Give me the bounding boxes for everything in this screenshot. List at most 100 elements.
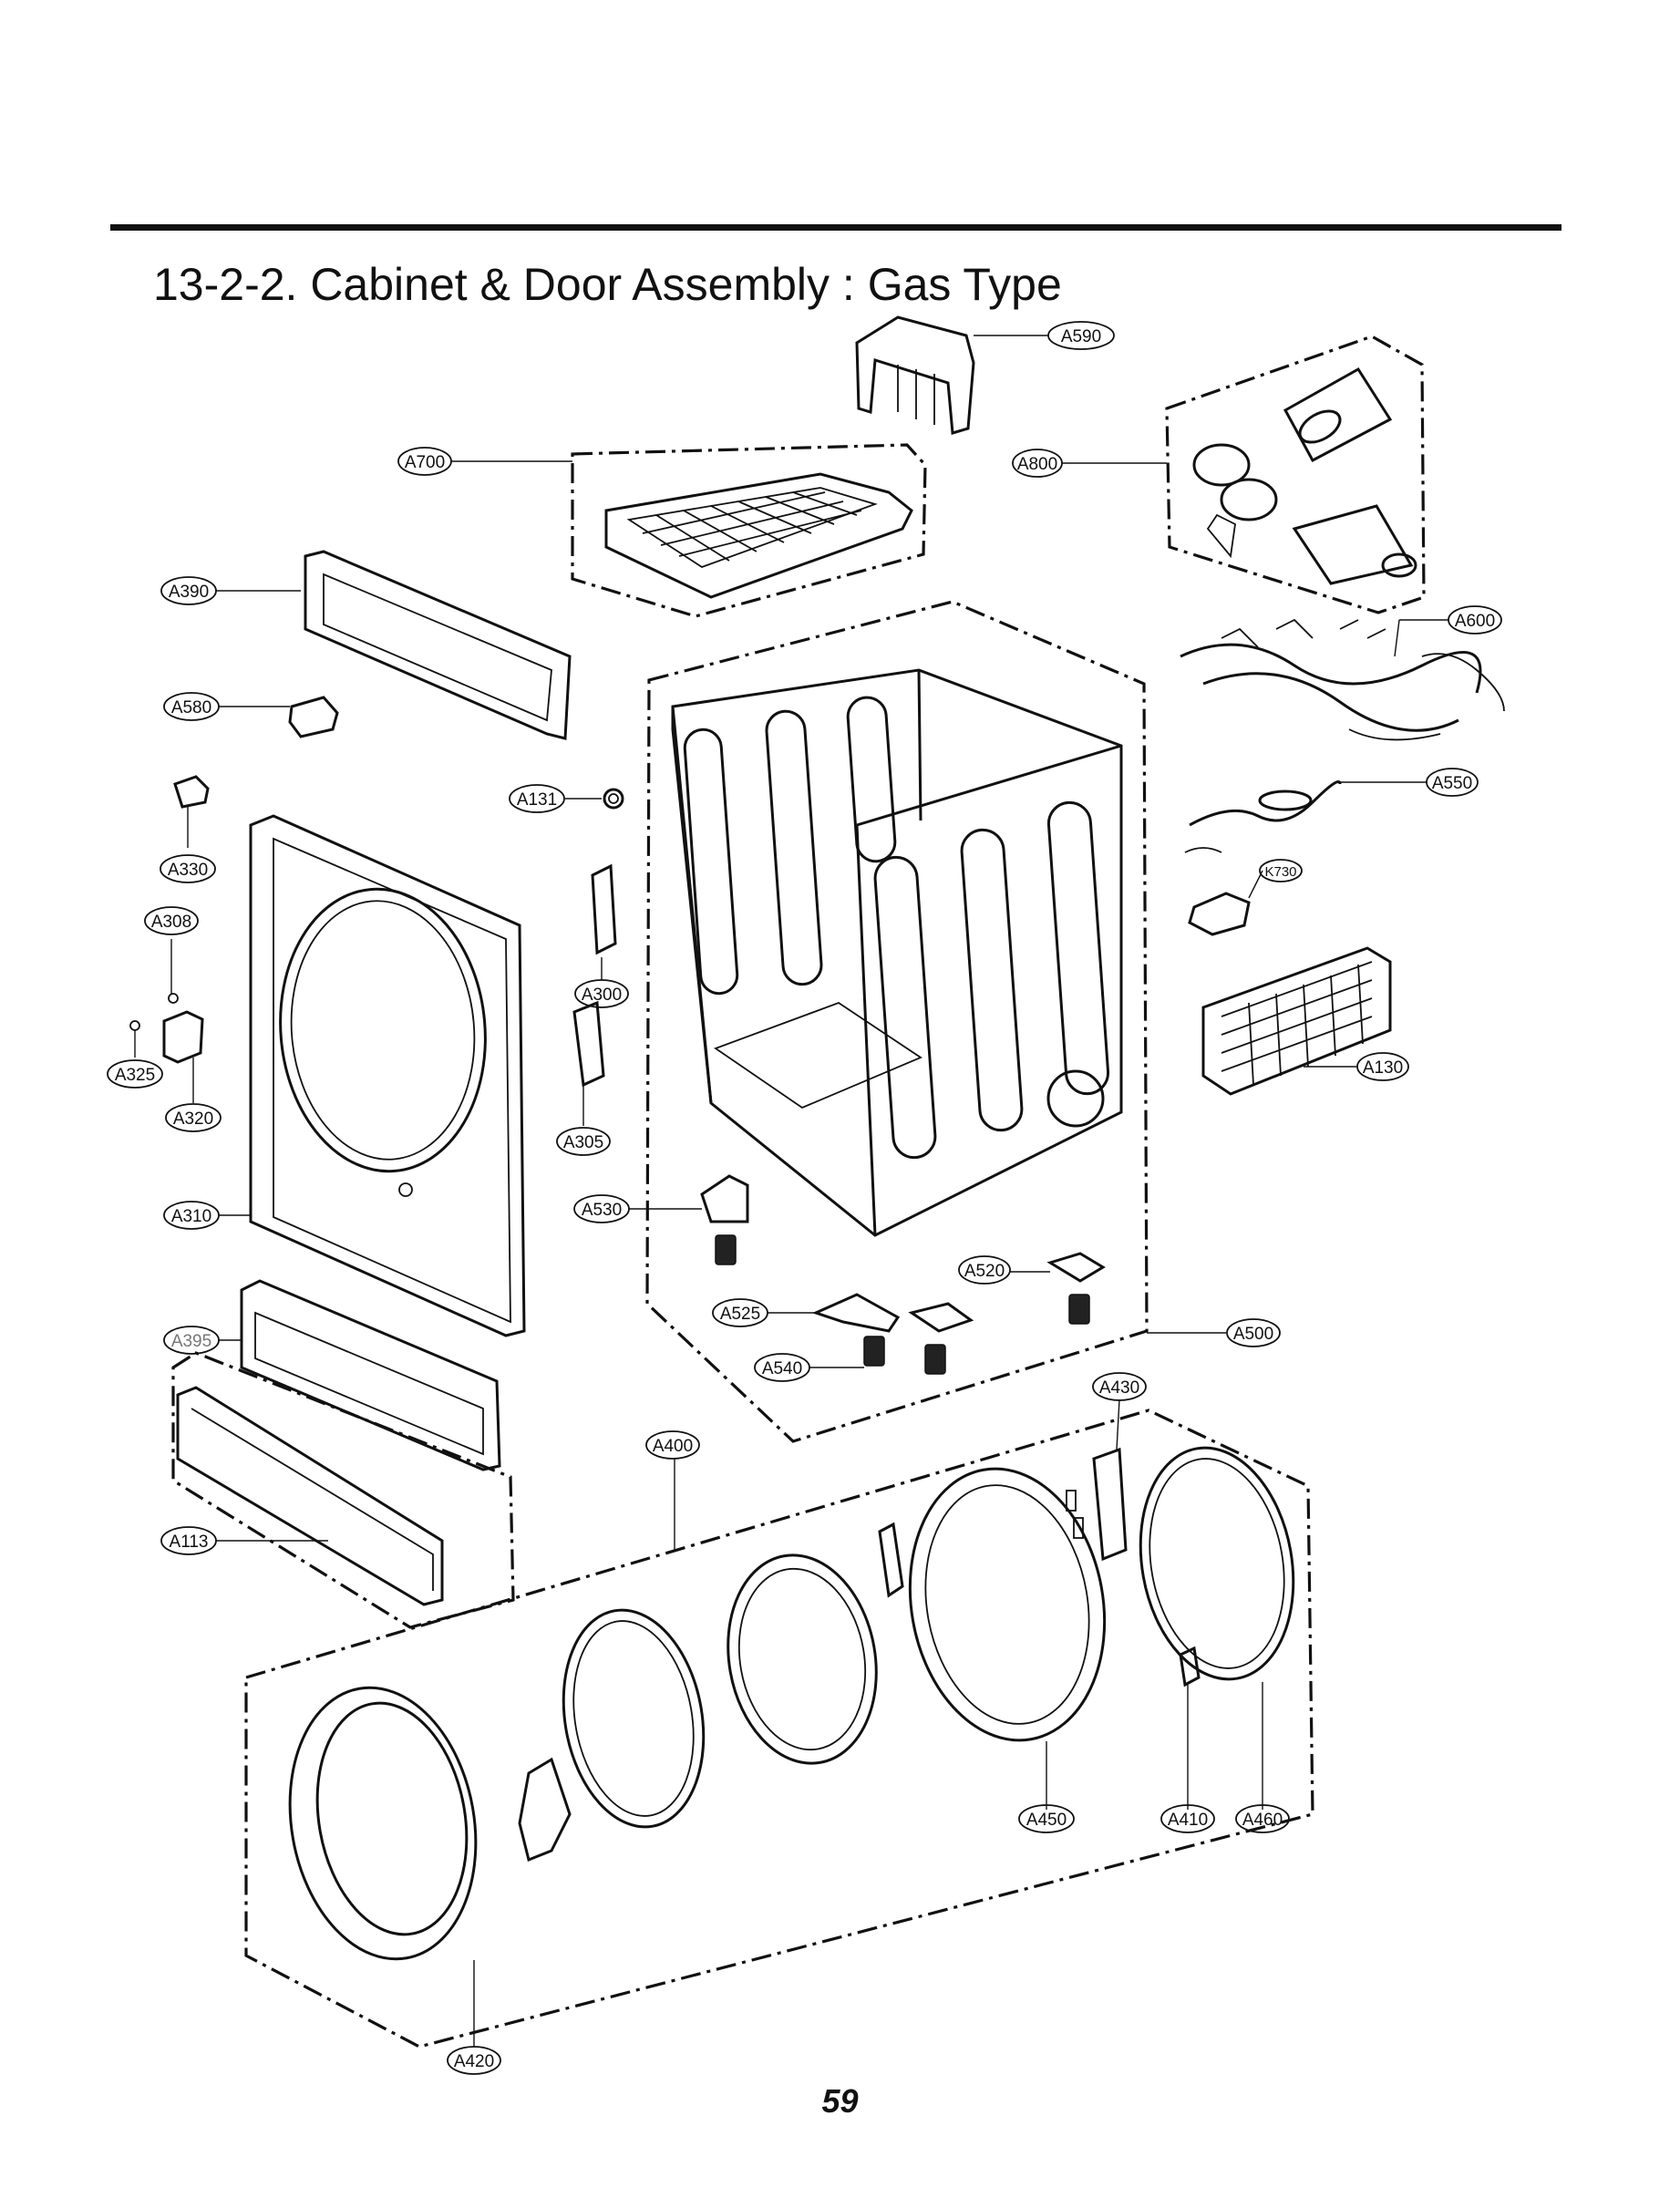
part-a300-latch <box>591 863 617 955</box>
callout-a131: A131 <box>509 784 565 813</box>
part-a390-upper-bracket <box>304 550 572 740</box>
group-boundary-a113 <box>171 1351 515 1629</box>
callout-a450: A450 <box>1018 1804 1075 1833</box>
part-door-handle <box>518 1757 572 1863</box>
callout-a325: A325 <box>107 1059 163 1089</box>
callout-label: K730 <box>1264 864 1296 880</box>
callout-label: A800 <box>1017 455 1057 474</box>
part-a540-leg-foot <box>863 1302 974 1375</box>
leader-lines <box>134 335 1449 2047</box>
callout-a700: A700 <box>397 447 452 476</box>
part-a550-wire <box>1184 780 1342 853</box>
callout-label: A580 <box>171 698 211 717</box>
part-door-glass-frame <box>562 1608 706 1829</box>
part-a460-gasket-ring <box>1139 1446 1295 1681</box>
group-boundary-a400 <box>244 1409 1314 2049</box>
part-a500-cabinet <box>671 668 1123 1237</box>
callout-a330: A330 <box>160 854 216 883</box>
callout-label: A308 <box>151 913 191 932</box>
callout-label: A530 <box>582 1201 622 1220</box>
callout-label: A430 <box>1099 1378 1139 1398</box>
callout-a390: A390 <box>160 576 217 605</box>
part-a580-block <box>288 696 339 738</box>
part-a600-wire-harness <box>1180 618 1505 741</box>
part-a308-screw <box>168 993 179 1004</box>
callout-a590: A590 <box>1047 321 1115 350</box>
callout-a525: A525 <box>712 1298 768 1327</box>
callout-label: A131 <box>517 790 557 810</box>
callout-a420: A420 <box>447 2046 501 2075</box>
callout-label: A410 <box>1168 1811 1208 1830</box>
part-a113-kick-plate <box>176 1386 444 1606</box>
part-a320-hinge-bracket <box>162 1010 204 1064</box>
group-boundary-a800 <box>1165 335 1426 614</box>
callout-label: A113 <box>170 1533 209 1552</box>
callout-label: A450 <box>1026 1811 1067 1830</box>
part-a131-grommet <box>603 788 624 810</box>
callout-a300: A300 <box>574 979 629 1008</box>
part-a525-leg-bracket <box>811 1293 901 1333</box>
callout-a308: A308 <box>144 906 199 935</box>
callout-a530: A530 <box>573 1194 630 1223</box>
callout-a460: A460 <box>1235 1804 1290 1833</box>
part-a420-door-ring <box>288 1686 478 1961</box>
part-door-inner-glass <box>727 1553 878 1765</box>
callout-k730: K730 <box>1259 859 1303 882</box>
callout-label: A590 <box>1061 327 1101 346</box>
callout-a580: A580 <box>163 692 220 721</box>
callout-label: A520 <box>964 1262 1005 1281</box>
callout-label: A330 <box>168 861 208 880</box>
callout-a395: A395 <box>163 1326 220 1355</box>
part-a395-lower-bracket <box>240 1279 501 1471</box>
part-a330-switch <box>173 775 210 809</box>
callout-a130: A130 <box>1356 1052 1409 1081</box>
part-a325-screw <box>129 1020 140 1031</box>
callout-label: A390 <box>169 583 209 602</box>
header-rule <box>110 224 1561 231</box>
callout-label: A130 <box>1363 1058 1403 1078</box>
callout-label: A305 <box>563 1133 603 1152</box>
callout-a500: A500 <box>1226 1318 1281 1347</box>
callout-a550: A550 <box>1426 768 1479 797</box>
callout-label: A310 <box>171 1207 211 1226</box>
callout-a320: A320 <box>165 1103 222 1132</box>
callout-label: A500 <box>1233 1325 1273 1344</box>
callout-label: A460 <box>1242 1811 1283 1830</box>
callout-label: A550 <box>1432 774 1472 793</box>
part-k730-valve <box>1188 892 1251 936</box>
callout-label: A320 <box>173 1109 213 1129</box>
callout-label: A540 <box>762 1359 802 1378</box>
part-a410-latch <box>1179 1646 1201 1687</box>
callout-a113: A113 <box>160 1526 217 1555</box>
callout-label: A400 <box>653 1437 693 1456</box>
callout-a410: A410 <box>1160 1804 1215 1833</box>
part-a700-lint-rack <box>604 472 913 599</box>
callout-a520: A520 <box>958 1255 1011 1285</box>
page-title: 13-2-2. Cabinet & Door Assembly : Gas Ty… <box>153 259 1062 310</box>
callout-a800: A800 <box>1012 449 1063 478</box>
part-a520-leg-bracket <box>1046 1252 1106 1325</box>
callout-a430: A430 <box>1092 1372 1147 1401</box>
callout-label: A395 <box>171 1332 211 1351</box>
part-a800-duct <box>1192 366 1417 585</box>
callout-a540: A540 <box>754 1353 810 1382</box>
callout-label: A420 <box>454 2052 494 2071</box>
callout-label: A700 <box>405 453 445 472</box>
part-a305-hinge <box>572 1000 605 1088</box>
group-boundary-a700 <box>571 443 927 618</box>
callout-a305: A305 <box>556 1127 611 1156</box>
part-a450-door-inner-frame <box>878 1467 1107 1742</box>
callout-a400: A400 <box>645 1430 700 1460</box>
group-boundary-a500 <box>645 600 1149 1443</box>
page-number: 59 <box>821 2082 859 2120</box>
part-a590-bracket <box>855 315 975 435</box>
callout-a310: A310 <box>163 1201 220 1230</box>
part-a310-front-panel <box>249 814 526 1337</box>
callout-label: A325 <box>115 1066 155 1085</box>
callout-label: A600 <box>1455 612 1495 631</box>
part-a430-hinge <box>1066 1447 1128 1562</box>
callout-a600: A600 <box>1448 605 1502 635</box>
callout-label: A300 <box>582 986 622 1005</box>
part-a530-leg-bracket <box>700 1174 749 1265</box>
